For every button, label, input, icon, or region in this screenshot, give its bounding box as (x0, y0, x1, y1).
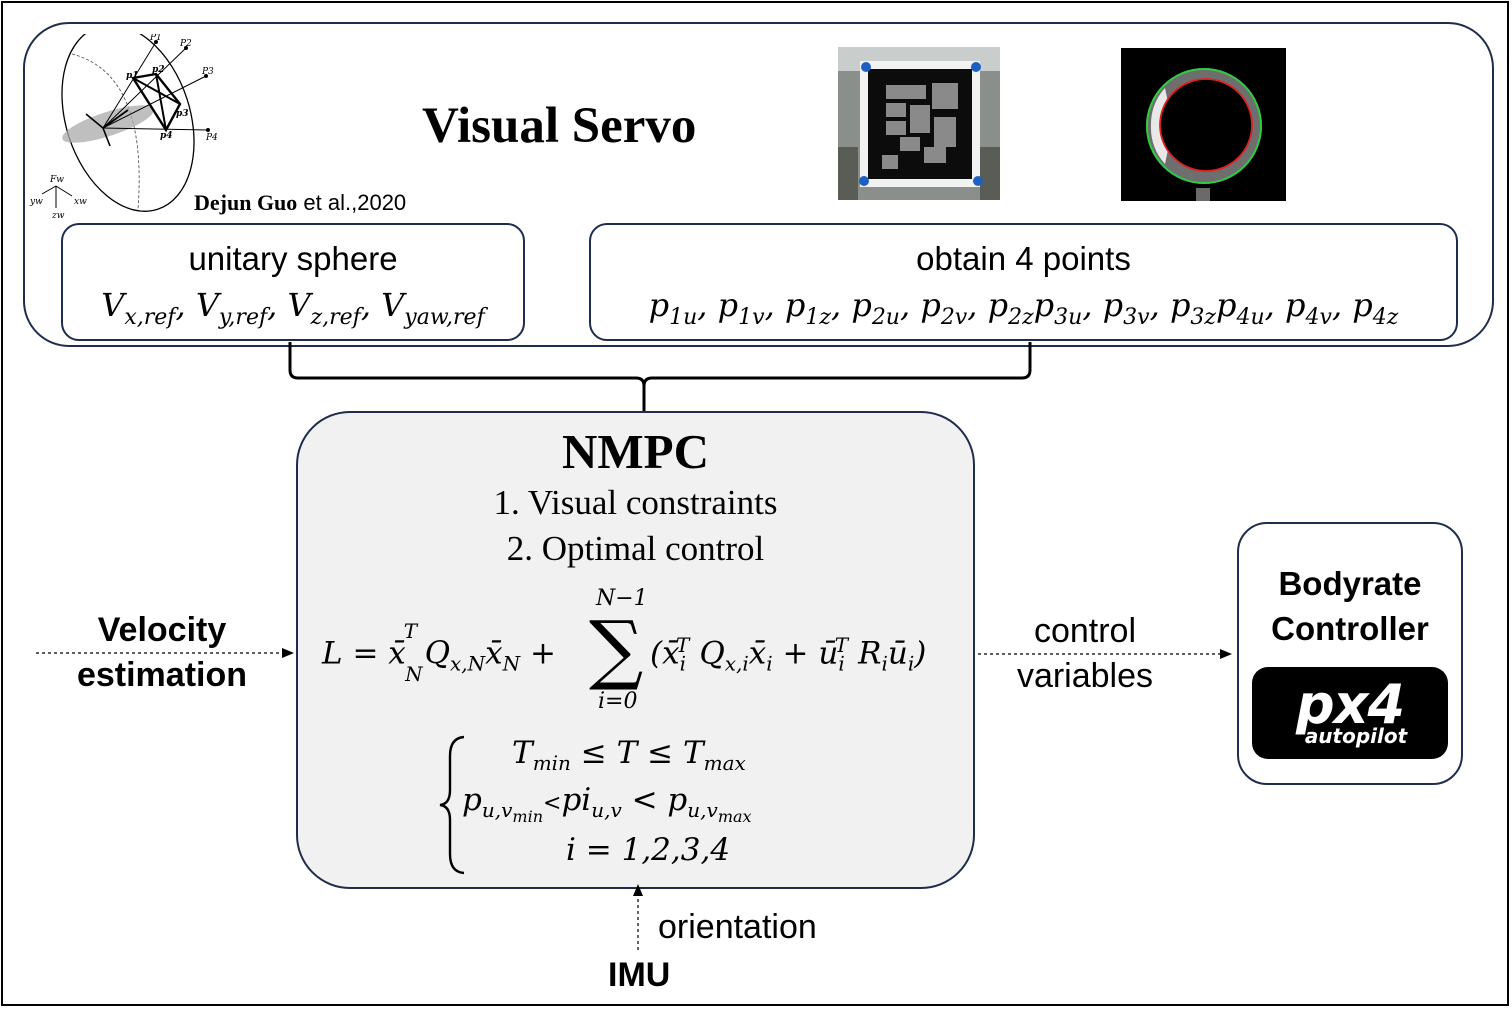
velocity-arrow (36, 648, 294, 658)
constraint-image-points: pu,vmin<piu,v < pu,vmax (462, 782, 752, 827)
image-point-var-4: p2v (920, 286, 968, 330)
control-variables-label: control variables (1016, 612, 1154, 695)
fig-label-yw: yw (29, 197, 43, 207)
constraint-index: i = 1,2,3,4 (566, 832, 731, 868)
image-point-vars: p1u, p1v, p1z, p2u, p2v, p2zp3u, p3v, p3… (648, 286, 1399, 330)
image-point-var-0: p1u (648, 286, 698, 330)
fig-label-p1: p1 (126, 71, 139, 81)
nmpc-box (296, 411, 975, 889)
fig-label-P4: P4 (205, 133, 218, 143)
obtain-points-box: obtain 4 points p1u, p1v, p1z, p2u, p2v,… (589, 223, 1458, 341)
reference-velocity-var-2: Vz,ref (287, 286, 361, 330)
aruco-marker-image (838, 47, 1000, 200)
px4-logo-art: px4 autopilot (1295, 673, 1409, 748)
nmpc-item-optimal-control: 2. Optimal control (506, 529, 765, 568)
fig-label-p2: p2 (152, 65, 165, 75)
cost-function-lhs: L = x̄TNQx,Nx̄N + (322, 619, 556, 686)
fig-label-p3: p3 (176, 109, 189, 119)
fig-label-P3: P3 (201, 67, 214, 77)
fig-label-P2: P2 (179, 39, 192, 49)
citation-rest: et al.,2020 (297, 190, 407, 215)
reference-velocity-var-0: Vx,ref (101, 286, 176, 330)
circle-detection-image (1121, 48, 1286, 201)
unitary-sphere-box: unitary sphere Vx,ref, Vy,ref, Vz,ref, V… (61, 223, 525, 341)
fig-label-xw: xw (74, 197, 87, 207)
image-point-var-11: p4z (1352, 286, 1399, 330)
fig-label-zw: zw (51, 211, 65, 220)
visual-servo-title: Visual Servo (422, 98, 697, 154)
sum-lower-limit: i=0 (598, 689, 638, 714)
image-point-var-9: p4u (1216, 286, 1265, 330)
citation: Dejun Guo et al.,2020 (194, 190, 406, 216)
fig-label-P1: P1 (149, 34, 162, 43)
velocity-estimation-label: Velocity estimation (76, 611, 248, 694)
constraint-thrust: Tmin ≤ T ≤ Tmax (512, 735, 746, 776)
image-point-var-10: p4v (1285, 286, 1332, 330)
px4-logo: px4 autopilot (1252, 667, 1448, 759)
unitary-sphere-figure: P1 P2 P3 P4 p1 p2 p3 p4 Fw xw yw zw (29, 34, 218, 220)
image-point-var-3: p2u (851, 286, 900, 330)
control-output-arrow (978, 649, 1232, 659)
image-point-var-8: p3z (1169, 286, 1217, 330)
citation-author: Dejun Guo (194, 190, 298, 215)
imu-label: IMU (608, 956, 671, 994)
px4-logo-text: px4 (1295, 673, 1404, 736)
obtain-points-title: obtain 4 points (916, 240, 1131, 277)
nmpc-item-visual-constraints: 1. Visual constraints (493, 483, 778, 522)
constraints-brace (439, 735, 465, 875)
reference-velocity-vars: Vx,ref, Vy,ref, Vz,ref, Vyaw,ref (101, 286, 485, 330)
nmpc-title: NMPC (562, 424, 709, 479)
image-point-var-5: p2z (987, 286, 1034, 330)
reference-velocity-var-3: Vyaw,ref (381, 286, 485, 330)
orientation-arrow (633, 884, 643, 950)
sum-upper-limit: N−1 (596, 586, 648, 611)
fig-label-Fw: Fw (49, 175, 64, 185)
px4-logo-subtext: autopilot (1305, 724, 1409, 748)
reference-velocity-var-1: Vy,ref (195, 286, 268, 330)
orientation-label: orientation (658, 908, 817, 946)
image-point-var-2: p1z (784, 286, 831, 330)
bodyrate-controller-box (1237, 522, 1463, 785)
fig-label-p4: p4 (160, 131, 173, 141)
unitary-sphere-title: unitary sphere (188, 240, 398, 277)
image-point-var-7: p3v (1102, 286, 1150, 330)
visual-servo-panel (23, 22, 1494, 347)
sum-symbol: ∑ (589, 604, 644, 693)
image-point-var-6: p3u (1033, 286, 1083, 330)
image-point-var-1: p1v (717, 286, 765, 330)
bodyrate-controller-label: Bodyrate Controller (1271, 565, 1429, 647)
brace-connector (288, 342, 1032, 412)
